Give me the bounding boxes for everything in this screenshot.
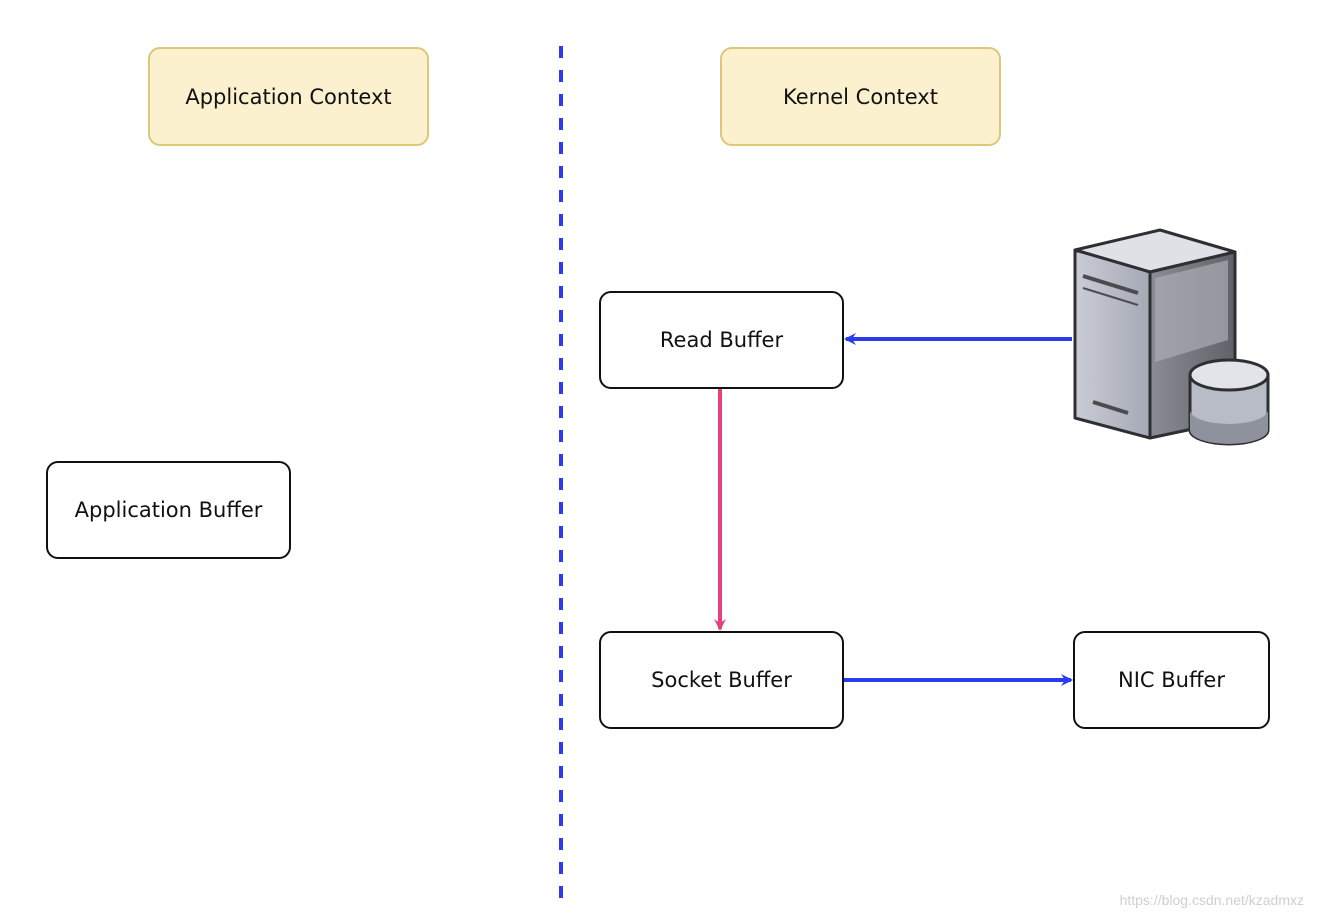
watermark: https://blog.csdn.net/kzadmxz [1119, 892, 1304, 908]
read-buffer: Read Buffer [599, 291, 844, 389]
application-context-header: Application Context [148, 47, 429, 146]
socket-buffer: Socket Buffer [599, 631, 844, 729]
application-buffer: Application Buffer [46, 461, 291, 559]
server-with-disk-icon [1073, 228, 1270, 446]
kernel-context-header: Kernel Context [720, 47, 1001, 146]
nic-buffer: NIC Buffer [1073, 631, 1270, 729]
